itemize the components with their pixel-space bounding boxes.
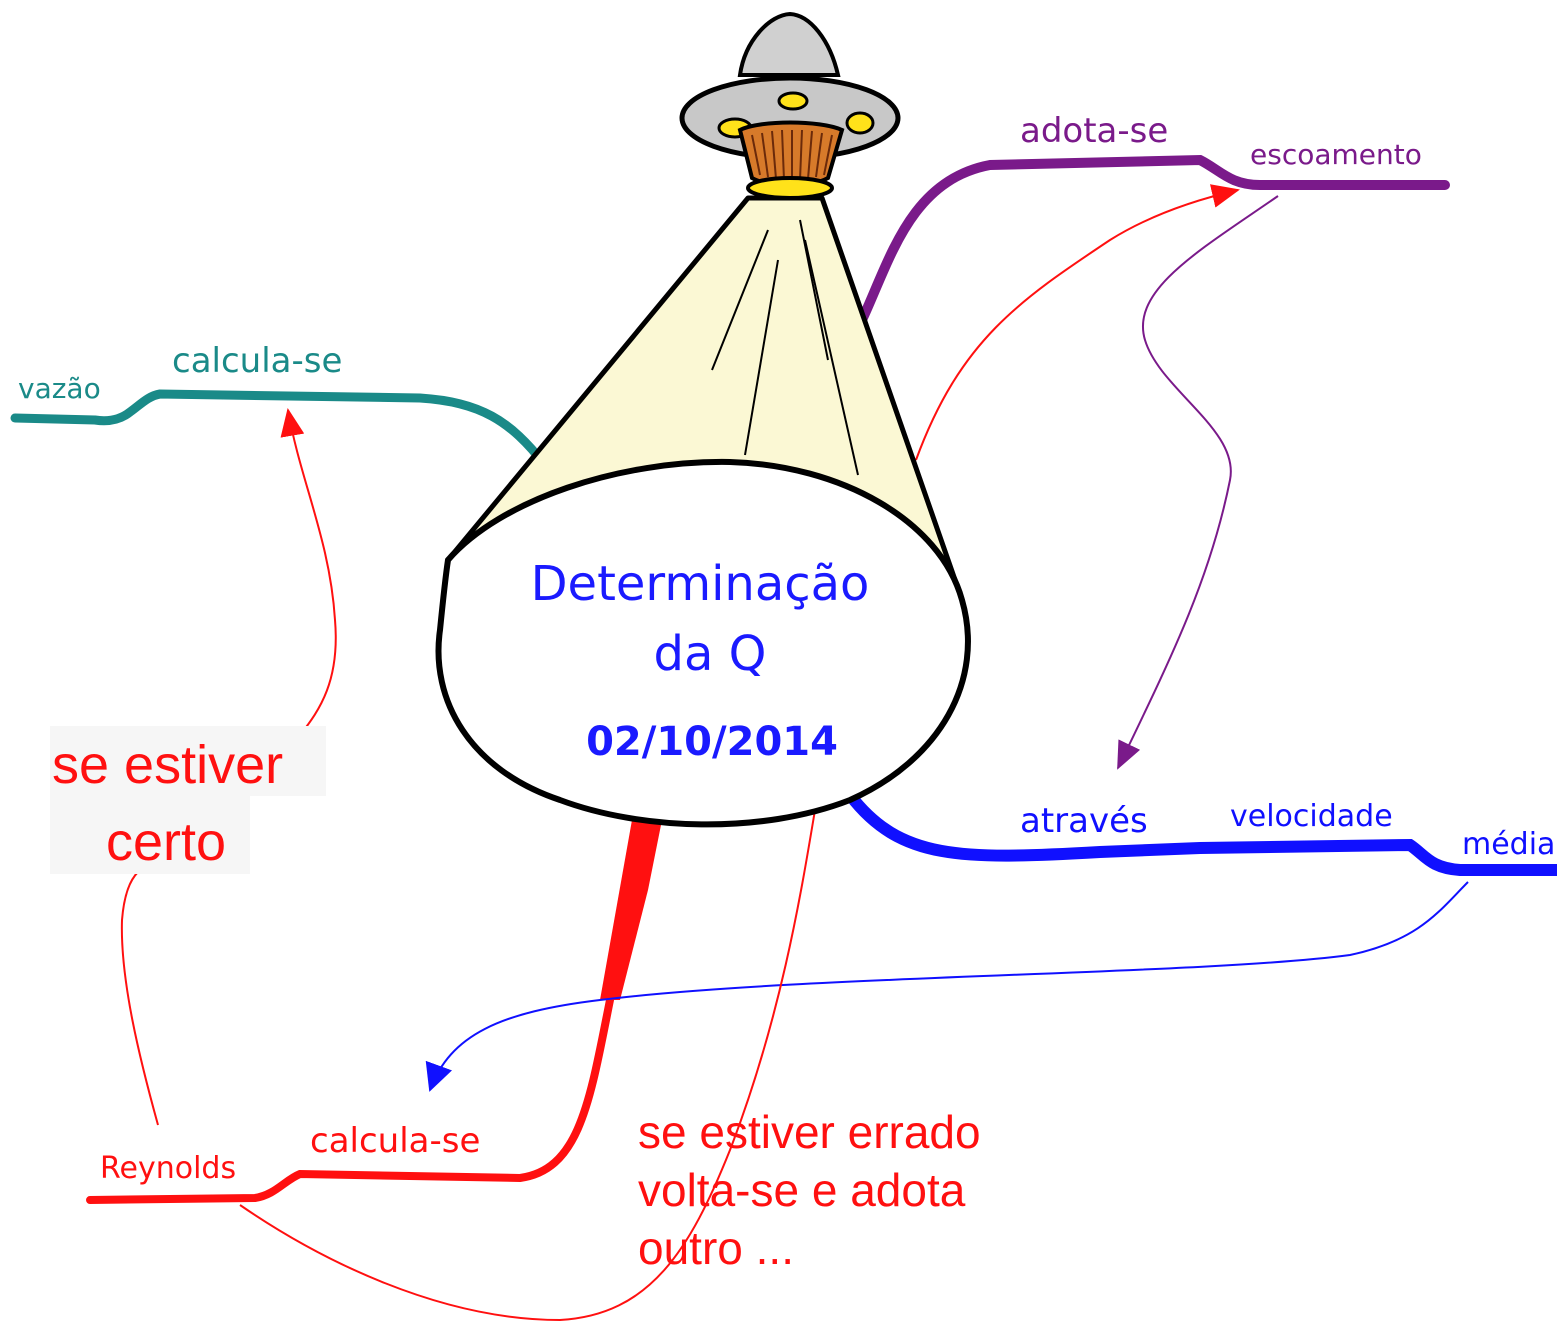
branch-reynolds: calcula-se Reynolds xyxy=(86,816,662,1204)
branch-label-purple: adota-se xyxy=(1020,111,1168,151)
branch-velocidade: através velocidade média xyxy=(844,789,1557,876)
branch-target-velocidade: velocidade xyxy=(1230,799,1393,834)
branch-target-escoamento: escoamento xyxy=(1250,138,1422,171)
branch-label-teal: calcula-se xyxy=(172,341,342,381)
connector-reynolds-to-vazao xyxy=(120,410,337,1126)
central-title-line2: da Q xyxy=(654,626,767,682)
connectors xyxy=(120,190,1469,1322)
central-node xyxy=(435,458,971,828)
note-wrong-line3: outro ... xyxy=(638,1222,794,1274)
branch-escoamento: adota-se escoamento xyxy=(857,111,1450,325)
note-wrong-line1: se estiver errado xyxy=(638,1106,981,1158)
branch-target-media: média xyxy=(1462,827,1555,862)
ufo-lamp-icon xyxy=(435,11,971,828)
connector-media-to-calcula xyxy=(425,881,1469,1092)
note-wrong: se estiver errado volta-se e adota outro… xyxy=(638,1106,981,1274)
branch-target-vazao: vazão xyxy=(18,372,101,405)
central-date: 02/10/2014 xyxy=(586,719,838,765)
branch-label-red: calcula-se xyxy=(310,1121,480,1161)
ufo-dome xyxy=(737,11,841,77)
branch-label-blue: através xyxy=(1020,801,1148,841)
note-right-line1: se estiver xyxy=(52,735,283,795)
branch-target-reynolds: Reynolds xyxy=(100,1151,236,1186)
branch-line-blue xyxy=(844,789,1557,876)
note-right-line2: certo xyxy=(106,812,226,872)
connector-wrong-to-escoamento xyxy=(239,190,1238,1322)
note-wrong-line2: volta-se e adota xyxy=(638,1164,966,1216)
note-right: se estiver certo xyxy=(50,726,326,874)
central-title-line1: Determinação xyxy=(531,556,870,612)
connector-escoamento-to-atraves xyxy=(1117,195,1279,770)
branch-vazao: calcula-se vazão xyxy=(10,341,550,470)
